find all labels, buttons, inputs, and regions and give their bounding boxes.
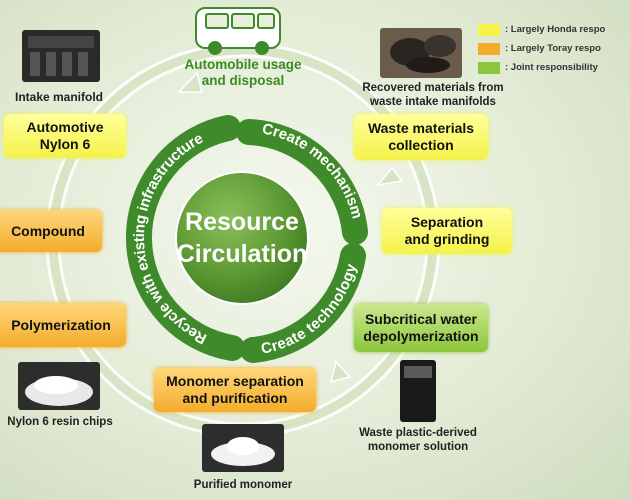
monomer-separation-line2: and purification — [182, 390, 288, 406]
inner-ring — [125, 115, 368, 363]
car-icon — [195, 7, 281, 55]
automotive-nylon-line2: Nylon 6 — [39, 136, 91, 152]
compound-box: Compound — [0, 210, 102, 252]
automobile-usage-line2: and disposal — [201, 73, 285, 88]
legend-row-honda: : Largely Honda respo — [478, 20, 630, 39]
cycle-arrow-3 — [329, 360, 352, 384]
legend-label-toray: : Largely Toray respo — [505, 43, 601, 54]
waste-collection-line2: collection — [388, 137, 454, 153]
center-title-line2: Circulation — [177, 240, 308, 268]
automobile-usage-label: Automobile usage and disposal — [163, 57, 323, 89]
waste-solution-line1: Waste plastic-derived — [359, 427, 477, 439]
separation-grinding-line1: Separation — [410, 214, 484, 230]
recovered-caption-line1: Recovered materials from — [362, 82, 504, 94]
intake-manifold-photo — [22, 30, 100, 82]
legend-label-joint: : Joint responsibility — [505, 62, 598, 73]
monomer-separation-line1: Monomer separation — [166, 373, 304, 389]
polymerization-line1: Polymerization — [11, 316, 111, 333]
resin-chips-caption: Nylon 6 resin chips — [7, 416, 113, 428]
center-circle — [175, 171, 309, 305]
resin-chips-photo — [18, 362, 100, 410]
legend-row-toray: : Largely Toray respo — [478, 39, 630, 58]
purified-monomer-photo — [202, 424, 284, 472]
cycle-arrow-2 — [376, 166, 404, 187]
legend-label-honda: : Largely Honda respo — [505, 24, 606, 35]
monomer-separation-box: Monomer separation and purification — [154, 368, 316, 412]
legend-row-joint: : Joint responsibility — [478, 58, 630, 77]
polymerization-box: Polymerization — [0, 303, 126, 347]
automotive-nylon-box: Automotive Nylon 6 — [4, 114, 126, 158]
subcritical-water-box: Subcritical water depolymerization — [354, 304, 488, 352]
automobile-usage-line1: Automobile usage — [184, 57, 302, 72]
waste-solution-caption: Waste plastic-derived monomer solution — [336, 426, 500, 454]
separation-grinding-line2: and grinding — [404, 231, 490, 247]
intake-manifold-caption: Intake manifold — [14, 90, 103, 104]
legend-swatch-toray — [478, 42, 500, 55]
purified-monomer-caption: Purified monomer — [193, 479, 293, 491]
legend-swatch-joint — [478, 61, 500, 74]
waste-solution-photo — [400, 360, 436, 422]
automotive-nylon-line1: Automotive — [26, 119, 104, 135]
separation-grinding-box: Separation and grinding — [382, 208, 512, 254]
subcritical-water-line2: depolymerization — [363, 328, 479, 344]
subcritical-water-line1: Subcritical water — [364, 311, 478, 327]
recovered-caption-line2: waste intake manifolds — [370, 96, 496, 108]
recovered-materials-photo — [380, 28, 462, 78]
compound-line1: Compound — [11, 222, 85, 239]
waste-solution-line2: monomer solution — [367, 441, 469, 453]
waste-collection-line1: Waste materials — [367, 120, 475, 136]
center-title-line1: Resource — [185, 208, 299, 236]
recovered-materials-caption: Recovered materials from waste intake ma… — [348, 81, 518, 109]
cycle-arrow-1 — [177, 71, 203, 93]
waste-collection-box: Waste materials collection — [354, 114, 488, 160]
responsibility-legend: : Largely Honda respo : Largely Toray re… — [478, 20, 630, 77]
legend-swatch-honda — [478, 23, 500, 36]
